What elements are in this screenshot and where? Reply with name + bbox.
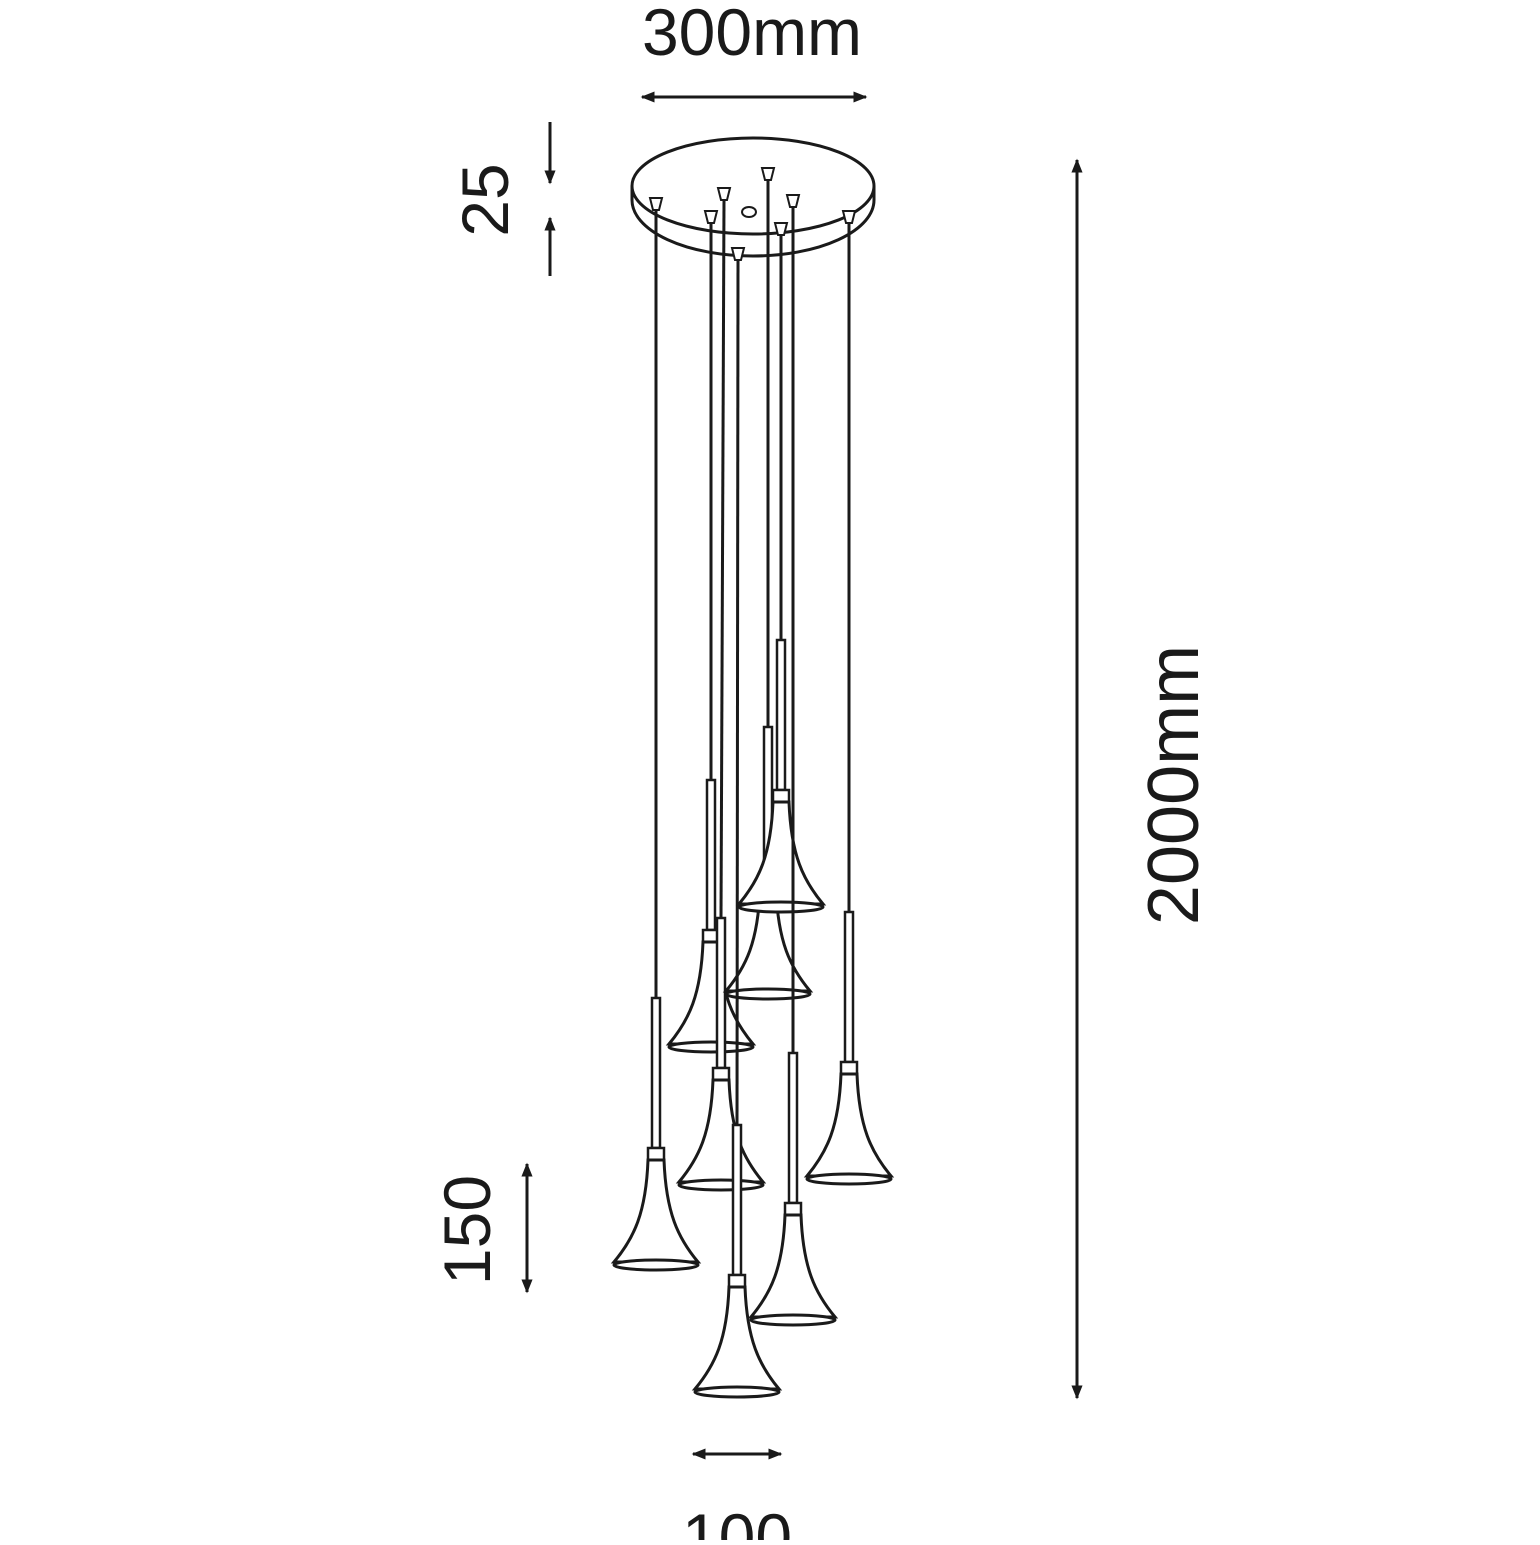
shade-height-dimension: 150 xyxy=(430,1162,533,1294)
canopy-side xyxy=(630,186,876,258)
shade-collar xyxy=(783,1201,803,1217)
pendant-lamp xyxy=(691,247,783,1399)
trumpet-shade xyxy=(610,1158,702,1264)
rod-sleeve xyxy=(731,1123,743,1277)
canopy-screw xyxy=(741,206,757,218)
shade-collar xyxy=(646,1146,666,1162)
shade-rim xyxy=(724,987,812,1001)
total-height-dimension: 2000mm xyxy=(1071,158,1214,1400)
pendant-lamp xyxy=(610,197,702,1272)
shade-width-dimension: 100 xyxy=(682,1448,792,1545)
cable-connector xyxy=(760,167,776,181)
canopy-height-label: 25 xyxy=(448,163,522,236)
cable-connector xyxy=(841,210,857,224)
width-dimension: 300mm xyxy=(640,0,868,103)
cable-connector xyxy=(703,210,719,224)
shade-height-label: 150 xyxy=(430,1175,504,1285)
shade-collar xyxy=(711,1066,731,1082)
trumpet-shade xyxy=(747,1213,839,1319)
pendant-group xyxy=(610,167,895,1399)
shade-rim xyxy=(737,900,825,914)
shade-rim xyxy=(612,1258,700,1272)
pendant-lamp xyxy=(735,222,827,914)
shade-rim xyxy=(693,1385,781,1399)
trumpet-shade xyxy=(735,800,827,906)
shade-collar xyxy=(771,788,791,804)
trumpet-shade xyxy=(675,1078,767,1184)
cable-connector xyxy=(648,197,664,211)
shade-rim xyxy=(677,1178,765,1192)
shade-collar xyxy=(727,1273,747,1289)
cable-connector xyxy=(730,247,746,261)
pendant-lamp xyxy=(722,167,814,1001)
rod-sleeve xyxy=(787,1051,799,1205)
rod-sleeve xyxy=(843,910,855,1064)
pendant-lamp xyxy=(747,194,839,1327)
cable-connector xyxy=(785,194,801,208)
trumpet-shade xyxy=(722,887,814,993)
rod-sleeve xyxy=(650,996,662,1150)
cable xyxy=(719,199,726,919)
pendant-lamp xyxy=(665,210,757,1054)
cable-connector xyxy=(716,187,732,201)
shade-width-label: 100 xyxy=(682,1500,792,1540)
trumpet-shade xyxy=(803,1072,895,1178)
total-height-label: 2000mm xyxy=(1134,645,1214,925)
width-label: 300mm xyxy=(642,0,862,69)
shade-rim xyxy=(749,1313,837,1327)
rod-sleeve xyxy=(775,638,787,792)
rod-sleeve xyxy=(705,778,717,932)
shade-collar xyxy=(839,1060,859,1076)
trumpet-shade xyxy=(691,1285,783,1391)
shade-rim xyxy=(805,1172,893,1186)
canopy-top xyxy=(630,136,876,236)
cable-connector xyxy=(773,222,789,236)
rod-sleeve xyxy=(715,916,727,1070)
canopy xyxy=(630,136,876,258)
cable xyxy=(735,259,740,1126)
shade-rim xyxy=(667,1040,755,1054)
pendant-lamp xyxy=(803,210,895,1186)
canopy-height-dimension: 25 xyxy=(448,122,556,276)
